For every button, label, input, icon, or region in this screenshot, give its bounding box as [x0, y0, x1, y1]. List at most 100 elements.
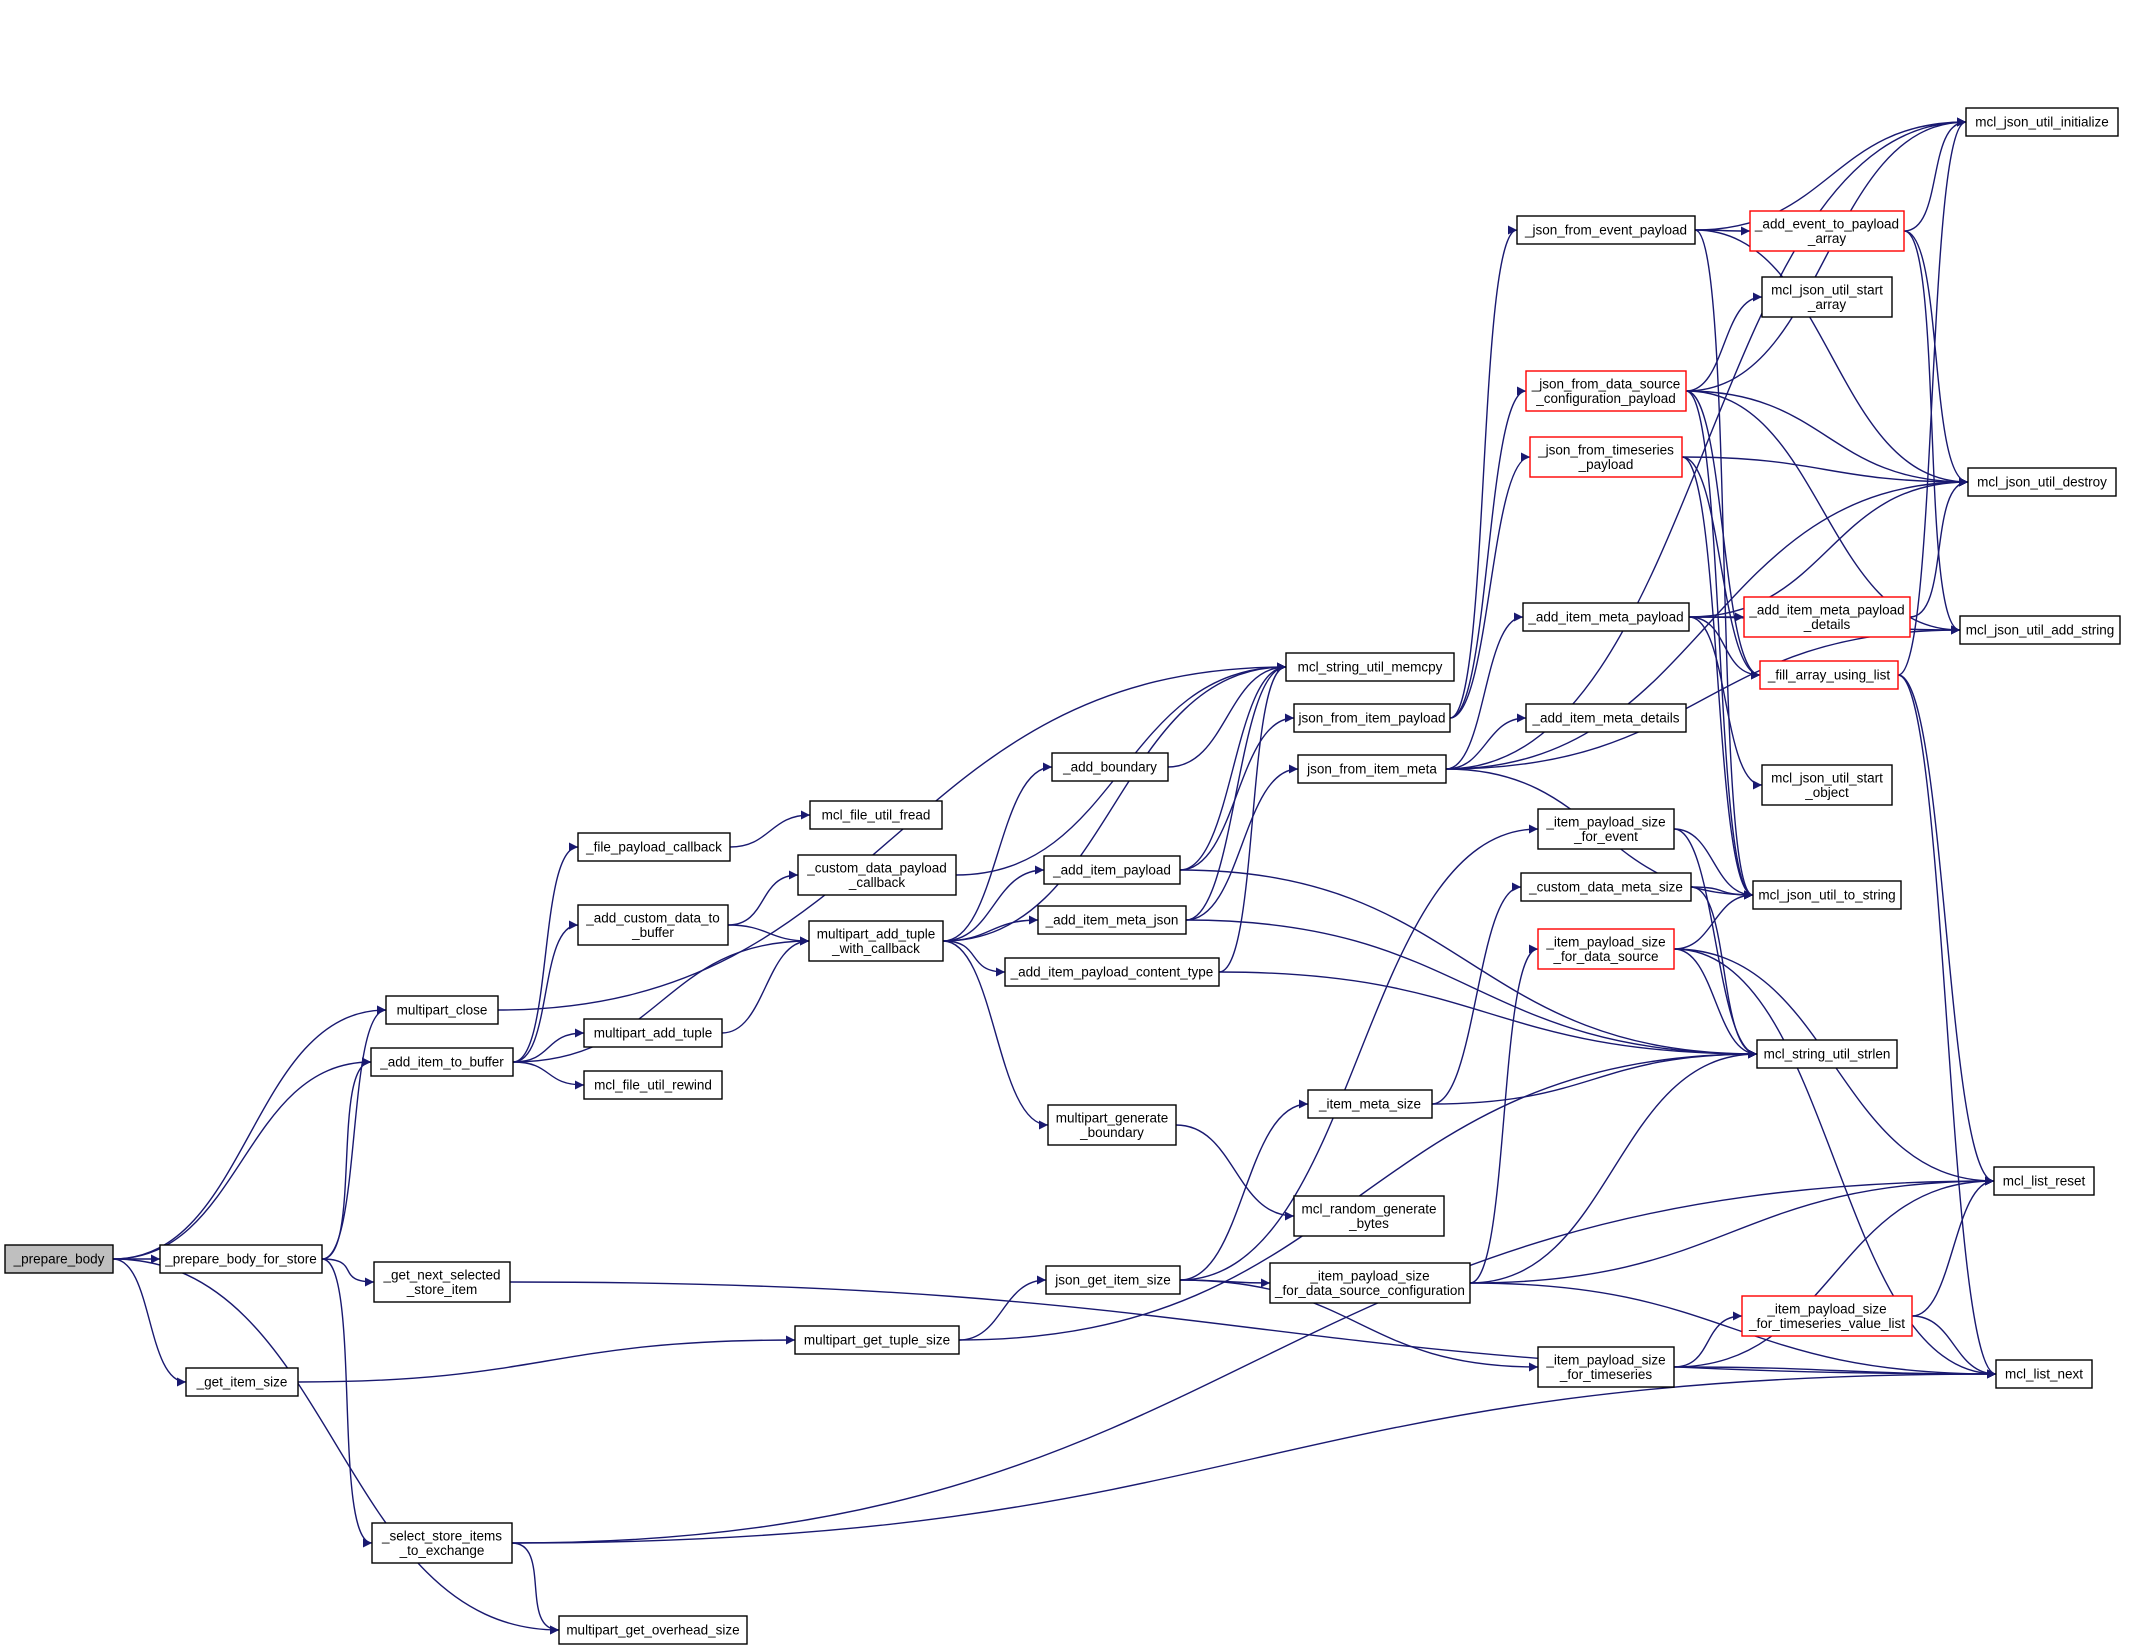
function-node-mcl-string-util-strlen[interactable]: mcl_string_util_strlen [1756, 1039, 1898, 1069]
function-node-box [1529, 436, 1683, 478]
function-node-box [1761, 276, 1893, 318]
function-node-add-item-payload-content-type[interactable]: _add_item_payload_content_type [1004, 957, 1220, 987]
function-node-label: _prepare_body_for_store [164, 1252, 317, 1267]
function-node-prepare-body-for-store[interactable]: _prepare_body_for_store [159, 1244, 323, 1274]
function-node-box [1743, 596, 1911, 638]
function-node-box [577, 832, 731, 862]
function-node-label: multipart_generate [1056, 1110, 1169, 1125]
function-node-box [558, 1615, 748, 1645]
function-node-multipart-generate-boundary[interactable]: multipart_generate_boundary [1047, 1104, 1177, 1146]
function-node-json-from-event-payload[interactable]: _json_from_event_payload [1516, 215, 1696, 245]
function-node-label: mcl_file_util_fread [822, 808, 931, 823]
function-node-multipart-close[interactable]: multipart_close [385, 995, 499, 1025]
call-edge-json-from-item-meta-to-add-item-meta-details [1445, 713, 1527, 770]
function-node-mcl-file-util-rewind[interactable]: mcl_file_util_rewind [583, 1070, 723, 1100]
function-node-mcl-json-util-to-string[interactable]: mcl_json_util_to_string [1752, 880, 1902, 910]
function-node-item-payload-size-for-data-source-configuration[interactable]: _item_payload_size_for_data_source_confi… [1269, 1262, 1471, 1304]
function-node-multipart-get-overhead-size[interactable]: multipart_get_overhead_size [558, 1615, 748, 1645]
function-node-box [1045, 1265, 1181, 1295]
call-edge-get-item-size-to-multipart-get-tuple-size [297, 1335, 796, 1383]
function-node-json-get-item-size[interactable]: json_get_item_size [1045, 1265, 1181, 1295]
function-node-mcl-json-util-initialize[interactable]: mcl_json_util_initialize [1965, 107, 2119, 137]
function-node-multipart-add-tuple[interactable]: multipart_add_tuple [583, 1018, 723, 1048]
function-node-prepare-body[interactable]: _prepare_body [4, 1244, 114, 1274]
call-edge-get-next-selected-store-item-to-mcl-list-next [509, 1281, 1997, 1379]
function-node-label: _details [1803, 617, 1851, 632]
function-node-mcl-json-util-start-object[interactable]: mcl_json_util_start_object [1761, 764, 1893, 806]
function-node-mcl-json-util-destroy[interactable]: mcl_json_util_destroy [1967, 467, 2117, 497]
function-node-item-payload-size-for-timeseries[interactable]: _item_payload_size_for_timeseries [1537, 1346, 1675, 1388]
call-edge-json-from-data-source-configuration-payload-to-mcl-json-util-destroy [1685, 390, 1969, 487]
call-edge-custom-data-meta-size-to-mcl-string-util-strlen [1690, 886, 1758, 1059]
call-edge-add-item-meta-payload-to-fill-array-using-list [1688, 616, 1761, 680]
function-node-label: mcl_json_util_start [1771, 282, 1883, 297]
function-node-box [1741, 1295, 1913, 1337]
function-node-add-item-meta-details[interactable]: _add_item_meta_details [1525, 703, 1687, 733]
call-edge-add-item-meta-payload-to-mcl-json-util-destroy [1688, 477, 1969, 618]
function-node-fill-array-using-list[interactable]: _fill_array_using_list [1759, 660, 1899, 690]
call-edge-json-from-event-payload-to-mcl-json-util-to-string [1694, 229, 1754, 900]
function-node-item-payload-size-for-event[interactable]: _item_payload_size_for_event [1537, 808, 1675, 850]
function-node-mcl-file-util-fread[interactable]: mcl_file_util_fread [809, 800, 943, 830]
function-node-add-boundary[interactable]: _add_boundary [1051, 752, 1169, 782]
function-node-item-meta-size[interactable]: _item_meta_size [1307, 1089, 1433, 1119]
function-node-json-from-timeseries-payload[interactable]: _json_from_timeseries_payload [1529, 436, 1683, 478]
call-edge-item-payload-size-for-event-to-mcl-string-util-strlen [1673, 828, 1758, 1059]
call-edge-json-from-item-meta-to-mcl-json-util-destroy [1445, 477, 1969, 770]
function-node-item-payload-size-for-timeseries-value-list[interactable]: _item_payload_size_for_timeseries_value_… [1741, 1295, 1913, 1337]
function-node-box [1004, 957, 1220, 987]
function-node-add-item-to-buffer[interactable]: _add_item_to_buffer [370, 1047, 514, 1077]
function-node-get-item-size[interactable]: _get_item_size [185, 1367, 299, 1397]
function-node-box [583, 1018, 723, 1048]
call-edge-prepare-body-to-add-item-to-buffer [112, 1057, 372, 1260]
function-node-box [159, 1244, 323, 1274]
function-node-label: _item_payload_size [1545, 934, 1665, 949]
function-node-box [1051, 752, 1169, 782]
function-node-label: _store_item [406, 1282, 478, 1297]
function-node-label: json_get_item_size [1054, 1273, 1171, 1288]
function-node-box [1967, 467, 2117, 497]
function-node-mcl-json-util-add-string[interactable]: mcl_json_util_add_string [1959, 615, 2121, 645]
function-node-get-next-selected-store-item[interactable]: _get_next_selected_store_item [373, 1261, 511, 1303]
function-node-add-item-payload[interactable]: _add_item_payload [1043, 855, 1181, 885]
function-node-custom-data-payload-callback[interactable]: _custom_data_payload_callback [797, 854, 957, 896]
function-node-mcl-json-util-start-array[interactable]: mcl_json_util_start_array [1761, 276, 1893, 318]
call-edge-fill-array-using-list-to-mcl-json-util-initialize [1897, 117, 1967, 676]
function-node-label: _add_item_payload_content_type [1010, 965, 1214, 980]
function-node-item-payload-size-for-data-source[interactable]: _item_payload_size_for_data_source [1537, 928, 1675, 970]
call-edge-prepare-body-to-get-item-size [112, 1258, 187, 1387]
function-node-add-custom-data-to-buffer[interactable]: _add_custom_data_to_buffer [577, 904, 729, 946]
call-edge-json-get-item-size-to-item-payload-size-for-event [1179, 824, 1539, 1281]
function-node-label: _file_payload_callback [585, 840, 722, 855]
function-node-box [4, 1244, 114, 1274]
function-node-add-item-meta-json[interactable]: _add_item_meta_json [1037, 905, 1187, 935]
call-edge-add-item-to-buffer-to-multipart-add-tuple [512, 1028, 585, 1063]
function-node-add-item-meta-payload[interactable]: _add_item_meta_payload [1522, 602, 1690, 632]
function-node-json-from-item-meta[interactable]: json_from_item_meta [1297, 754, 1447, 784]
function-node-mcl-string-util-memcpy[interactable]: mcl_string_util_memcpy [1285, 652, 1455, 682]
function-node-multipart-get-tuple-size[interactable]: multipart_get_tuple_size [794, 1325, 960, 1355]
function-node-mcl-random-generate-bytes[interactable]: mcl_random_generate_bytes [1293, 1195, 1445, 1237]
call-edge-prepare-body-for-store-to-add-item-to-buffer [321, 1057, 372, 1260]
call-edge-item-payload-size-for-data-source-to-mcl-list-next [1673, 948, 1997, 1379]
call-edge-multipart-add-tuple-with-callback-to-mcl-string-util-memcpy [942, 662, 1287, 942]
function-node-mcl-list-reset[interactable]: mcl_list_reset [1993, 1166, 2095, 1196]
function-node-custom-data-meta-size[interactable]: _custom_data_meta_size [1520, 872, 1692, 902]
call-edge-add-custom-data-to-buffer-to-custom-data-payload-callback [727, 870, 799, 926]
function-node-add-event-to-payload-array[interactable]: _add_event_to_payload_array [1749, 210, 1905, 252]
function-node-label: json_from_item_payload [1297, 711, 1445, 726]
call-edge-add-item-meta-json-to-mcl-string-util-strlen [1185, 919, 1758, 1059]
call-edge-item-payload-size-for-data-source-configuration-to-mcl-list-next [1469, 1282, 1997, 1379]
function-node-mcl-list-next[interactable]: mcl_list_next [1995, 1359, 2093, 1389]
function-node-box [1047, 1104, 1177, 1146]
function-node-label: multipart_add_tuple [817, 926, 936, 941]
call-edge-json-get-item-size-to-item-meta-size [1179, 1099, 1309, 1281]
function-node-multipart-add-tuple-with-callback[interactable]: multipart_add_tuple_with_callback [808, 920, 944, 962]
function-node-select-store-items-to-exchange[interactable]: _select_store_items_to_exchange [371, 1522, 513, 1564]
function-node-label: mcl_json_util_destroy [1977, 475, 2107, 490]
function-node-json-from-data-source-configuration-payload[interactable]: _json_from_data_source_configuration_pay… [1525, 370, 1687, 412]
function-node-json-from-item-payload[interactable]: json_from_item_payload [1293, 703, 1451, 733]
function-node-file-payload-callback[interactable]: _file_payload_callback [577, 832, 731, 862]
function-node-add-item-meta-payload-details[interactable]: _add_item_meta_payload_details [1743, 596, 1911, 638]
function-node-box [1043, 855, 1181, 885]
